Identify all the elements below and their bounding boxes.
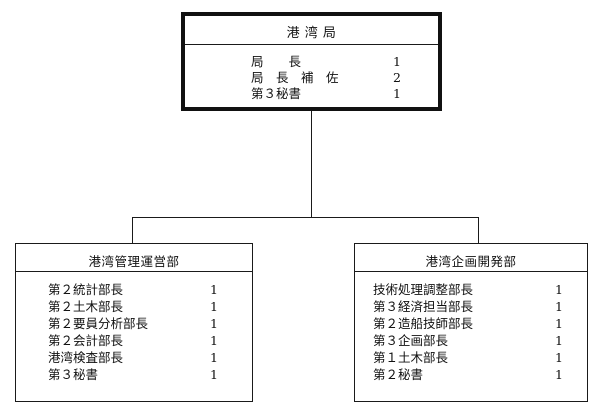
org-row-count: 1 xyxy=(210,299,218,314)
org-row: 第２造船技師部長 1 xyxy=(373,316,573,332)
org-row-label: 第３企画部長 xyxy=(373,333,449,348)
org-row: 第３企画部長 1 xyxy=(373,333,573,349)
connector-vertical-right xyxy=(478,217,479,243)
org-row-count: 1 xyxy=(210,367,218,382)
org-row: 第２秘書 1 xyxy=(373,367,573,383)
org-row-count: 1 xyxy=(393,54,401,69)
org-row-count: 1 xyxy=(210,316,218,331)
org-box-port-bureau: 港 湾 局 局 長 1 局 長 補 佐 2 第３秘書 1 xyxy=(181,12,442,111)
org-box-title: 港湾企画開発部 xyxy=(425,254,517,269)
org-row-label: 局 長 補 佐 xyxy=(251,70,339,85)
org-row-label: 第２造船技師部長 xyxy=(373,316,474,331)
org-row-count: 1 xyxy=(555,316,563,331)
org-row-label: 港湾検査部長 xyxy=(48,350,124,365)
org-row-label: 技術処理調整部長 xyxy=(373,282,474,297)
org-row: 第２会計部長 1 xyxy=(48,333,228,349)
org-box-title: 港 湾 局 xyxy=(286,26,337,41)
org-box-port-planning: 港湾企画開発部 技術処理調整部長 1 第３経済担当部長 1 第２造船技師部長 1… xyxy=(354,243,588,402)
org-row: 第３秘書 1 xyxy=(251,86,411,102)
connector-horizontal xyxy=(132,217,479,218)
org-box-title: 港湾管理運営部 xyxy=(88,254,180,269)
connector-vertical-left xyxy=(132,217,133,243)
org-box-port-management: 港湾管理運営部 第２統計部長 1 第２土木部長 1 第２要員分析部長 1 第２会… xyxy=(15,243,253,402)
org-row-count: 1 xyxy=(555,299,563,314)
org-box-divider xyxy=(16,271,252,272)
org-row-count: 1 xyxy=(210,350,218,365)
org-row: 局 長 補 佐 2 xyxy=(251,70,411,86)
org-row-count: 1 xyxy=(210,282,218,297)
org-row: 第２要員分析部長 1 xyxy=(48,316,228,332)
org-row: 港湾検査部長 1 xyxy=(48,350,228,366)
org-row: 第３経済担当部長 1 xyxy=(373,299,573,315)
org-row: 第１土木部長 1 xyxy=(373,350,573,366)
org-row-count: 1 xyxy=(555,350,563,365)
org-row-label: 第２会計部長 xyxy=(48,333,124,348)
org-row-label: 第３秘書 xyxy=(251,86,302,101)
org-row: 第３秘書 1 xyxy=(48,367,228,383)
org-row: 第２土木部長 1 xyxy=(48,299,228,315)
org-row-label: 第１土木部長 xyxy=(373,350,449,365)
org-row-label: 局 長 xyxy=(251,54,302,69)
org-row-count: 1 xyxy=(555,367,563,382)
org-row: 第２統計部長 1 xyxy=(48,282,228,298)
org-row-label: 第２土木部長 xyxy=(48,299,124,314)
org-row-count: 2 xyxy=(393,70,401,85)
connector-vertical-main xyxy=(311,110,312,218)
org-row: 技術処理調整部長 1 xyxy=(373,282,573,298)
org-row-count: 1 xyxy=(555,333,563,348)
org-row-label: 第２統計部長 xyxy=(48,282,124,297)
org-row-label: 第２秘書 xyxy=(373,367,424,382)
org-row-count: 1 xyxy=(210,333,218,348)
org-row-count: 1 xyxy=(393,86,401,101)
org-row-label: 第２要員分析部長 xyxy=(48,316,149,331)
org-row-label: 第３経済担当部長 xyxy=(373,299,474,314)
org-box-divider xyxy=(355,271,587,272)
org-box-divider xyxy=(185,44,438,45)
org-row-label: 第３秘書 xyxy=(48,367,99,382)
org-row-count: 1 xyxy=(555,282,563,297)
org-row: 局 長 1 xyxy=(251,54,411,70)
